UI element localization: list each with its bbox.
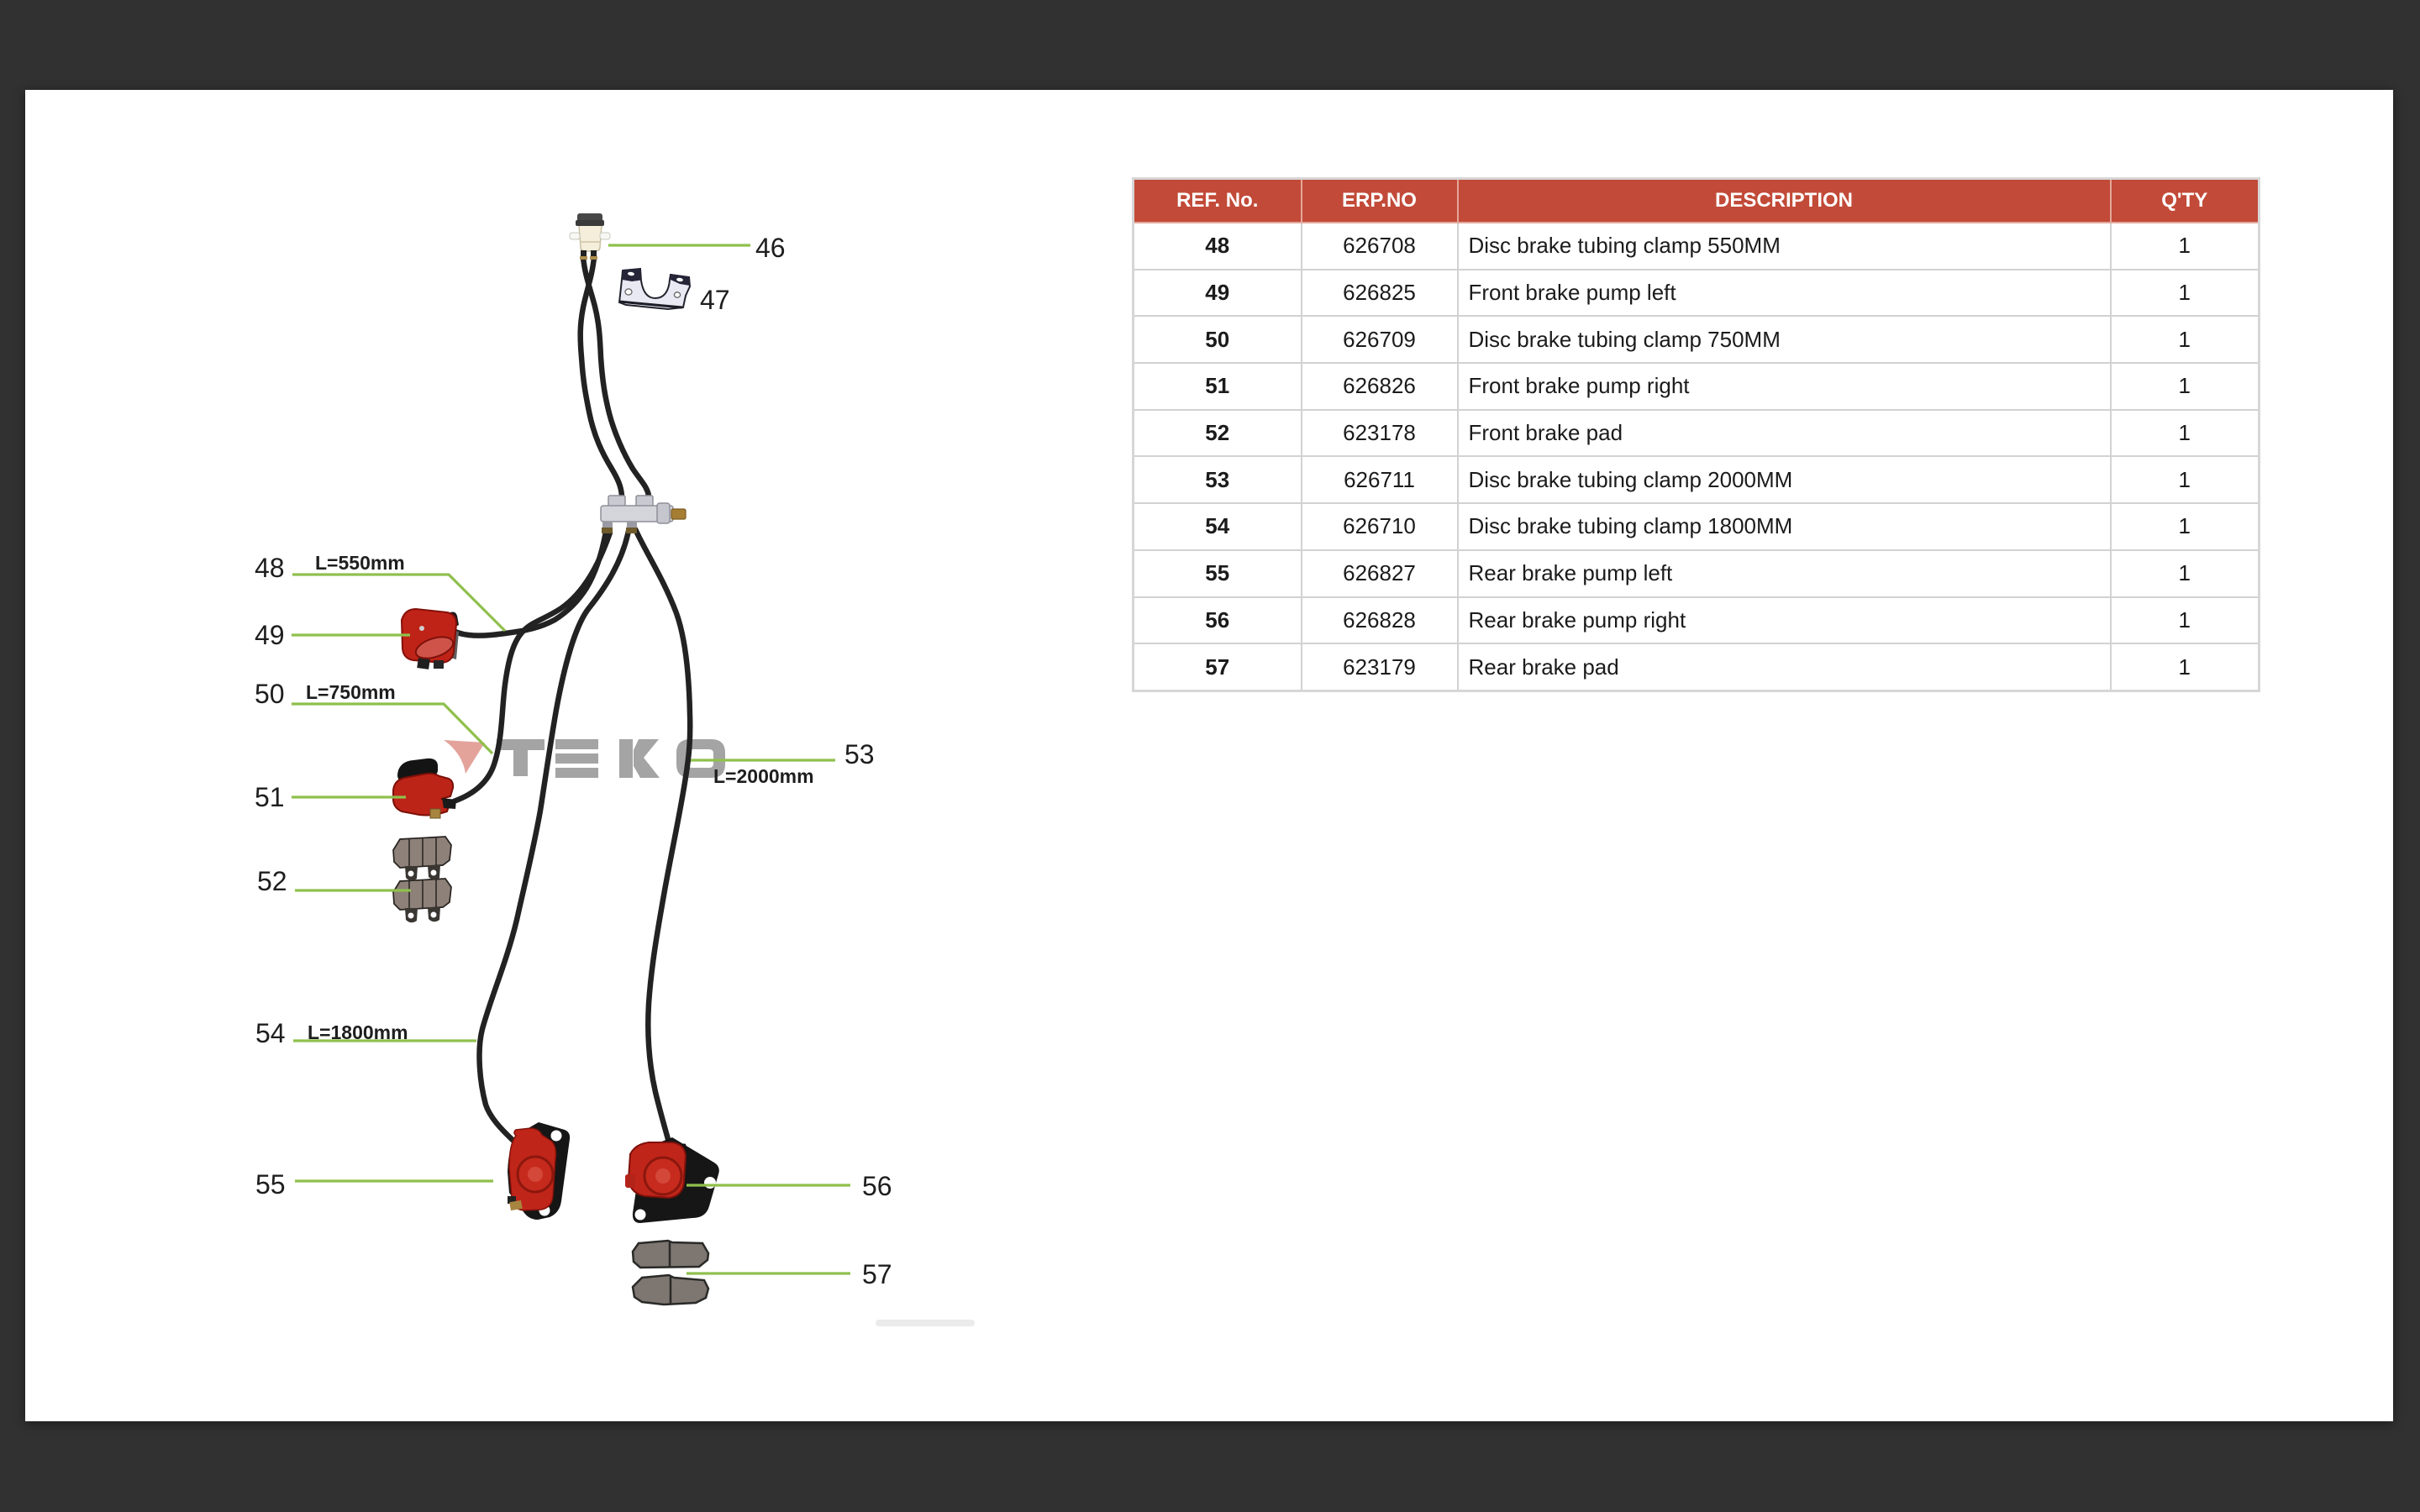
svg-text:54: 54 [255,1018,286,1048]
svg-text:55: 55 [255,1169,286,1200]
svg-text:L=750mm: L=750mm [306,681,396,703]
svg-text:L=1800mm: L=1800mm [308,1021,408,1043]
svg-text:50: 50 [255,679,285,709]
svg-text:57: 57 [862,1259,892,1289]
svg-text:48: 48 [255,553,285,583]
svg-text:L=2000mm: L=2000mm [713,765,814,787]
svg-text:56: 56 [862,1171,892,1201]
svg-text:51: 51 [255,782,285,812]
svg-text:49: 49 [255,620,285,650]
svg-text:L=550mm: L=550mm [315,552,405,574]
svg-text:53: 53 [844,739,875,769]
svg-text:47: 47 [700,285,730,315]
svg-text:46: 46 [755,233,786,263]
svg-text:52: 52 [257,866,287,896]
